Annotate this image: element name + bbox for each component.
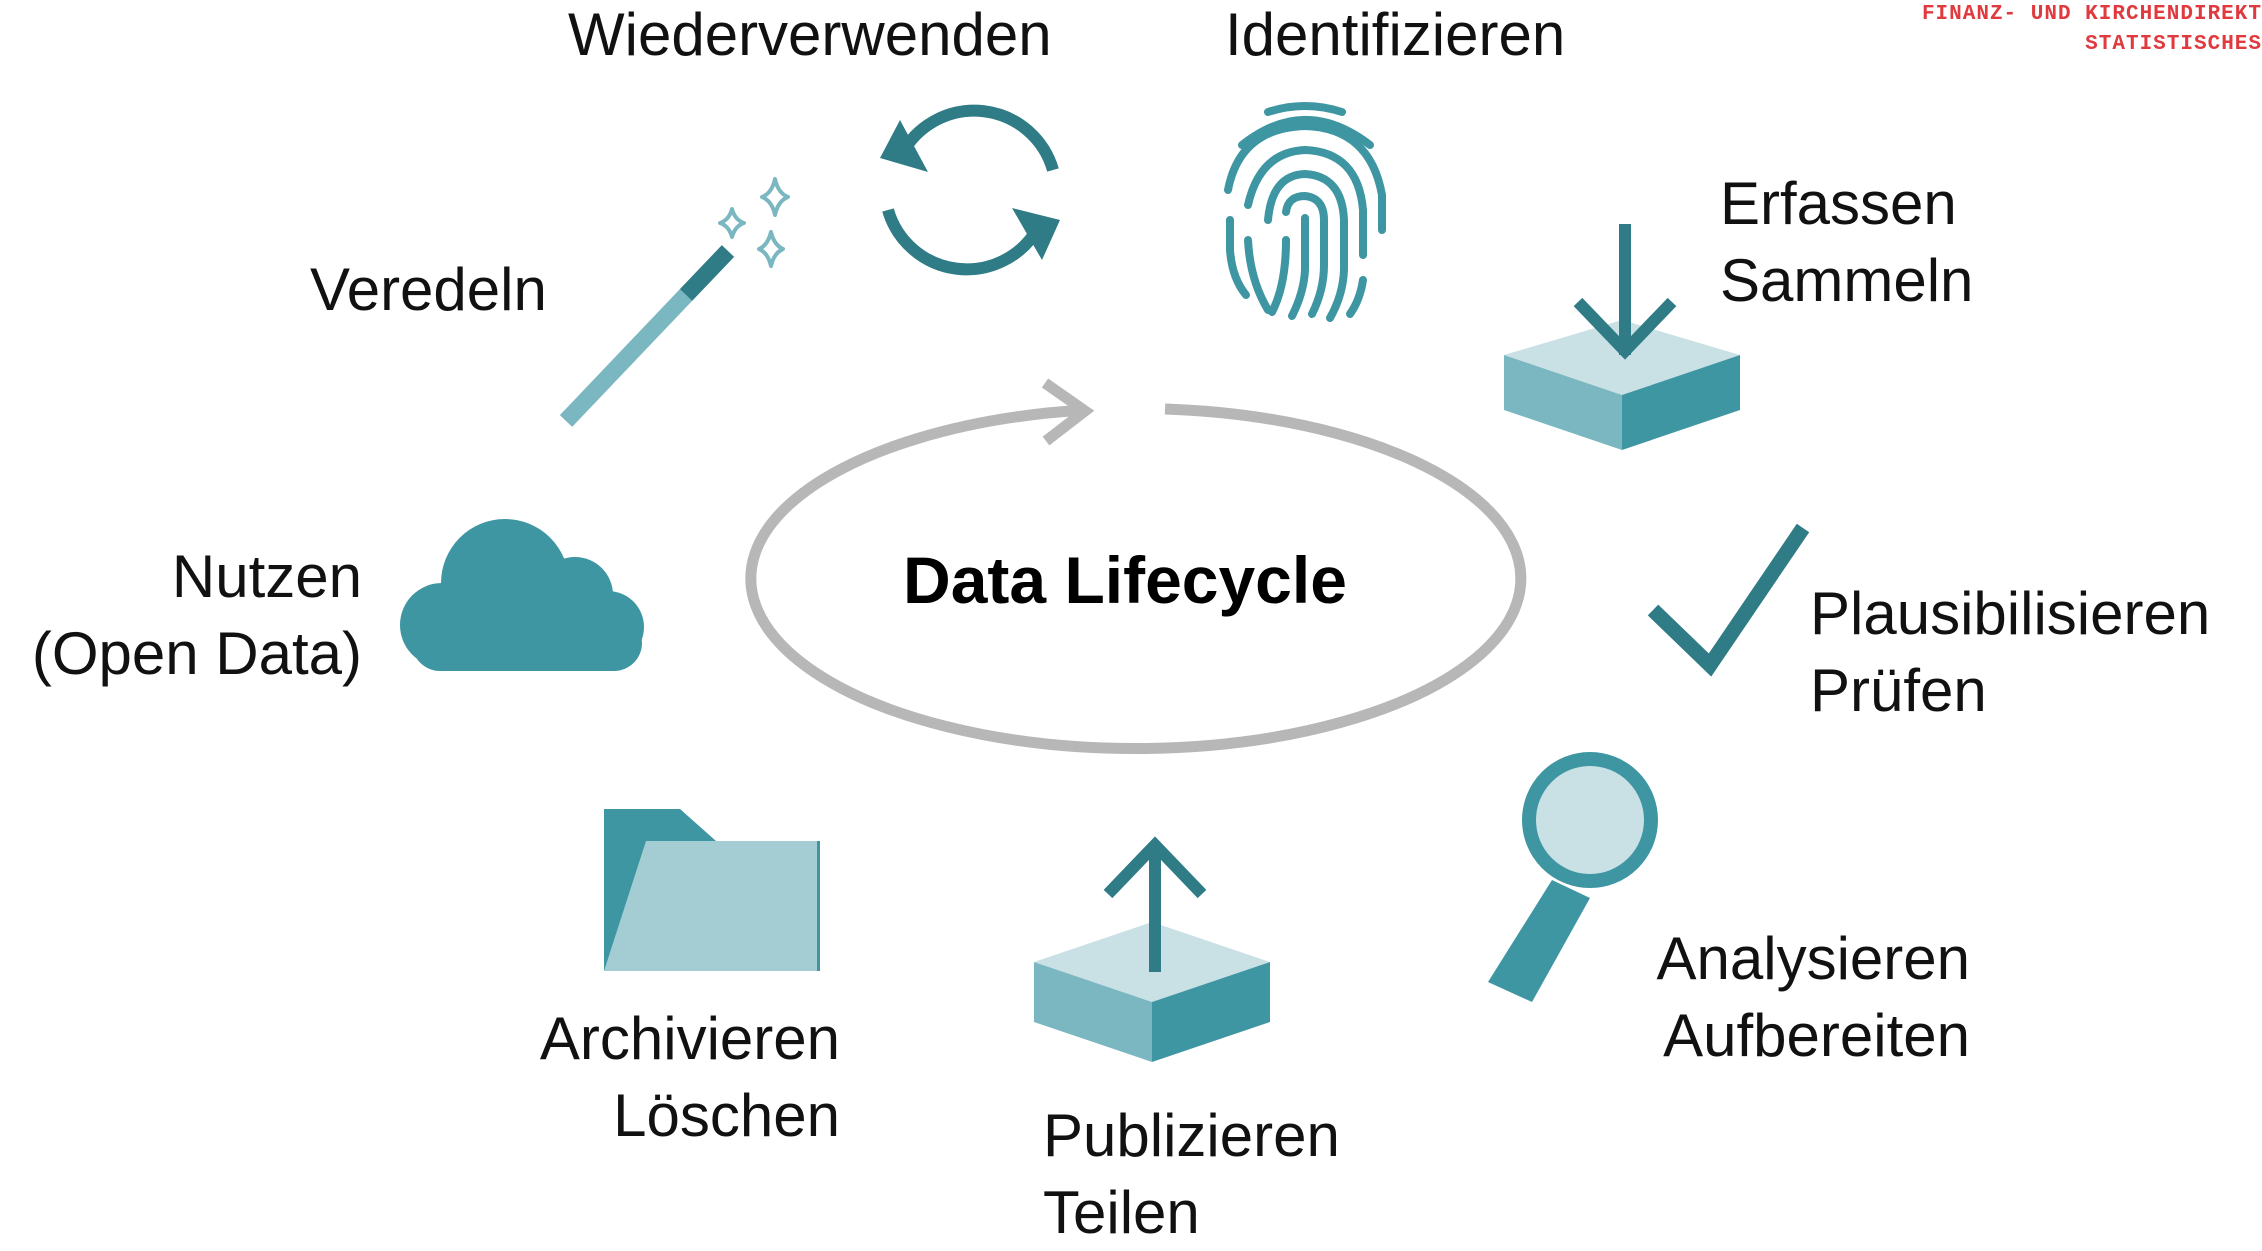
label-aufbereiten: Aufbereiten bbox=[1663, 1002, 1970, 1069]
label-veredeln: Veredeln bbox=[310, 256, 547, 323]
center-title: Data Lifecycle bbox=[903, 543, 1347, 617]
label-archivieren: Archivieren bbox=[539, 1005, 840, 1072]
organisation-header-line1: FINANZ- UND KIRCHENDIREKT bbox=[1921, 3, 2262, 26]
label-pruefen: Prüfen bbox=[1810, 657, 1987, 724]
label-analysieren-aufbereiten: Analysieren Aufbereiten bbox=[1615, 920, 1970, 1074]
label-wiederverwenden: Wiederverwenden bbox=[568, 1, 1052, 68]
recycle-arrows-icon bbox=[880, 104, 1060, 276]
label-publizieren-teilen: Publizieren Teilen bbox=[1043, 1097, 1340, 1251]
label-analysieren: Analysieren bbox=[1656, 925, 1970, 992]
cloud-icon bbox=[400, 519, 644, 671]
label-teilen: Teilen bbox=[1043, 1179, 1200, 1246]
label-plausibilisieren-pruefen: Plausibilisieren Prüfen bbox=[1810, 575, 2210, 729]
folder-icon bbox=[604, 809, 820, 971]
label-identifizieren: Identifizieren bbox=[1225, 1, 1566, 68]
label-nutzen: Nutzen bbox=[171, 543, 362, 610]
label-erfassen-sammeln: Erfassen Sammeln bbox=[1720, 165, 1973, 319]
label-erfassen: Erfassen bbox=[1720, 170, 1957, 237]
magnifying-glass-icon bbox=[1488, 752, 1658, 1002]
organisation-header: FINANZ- UND KIRCHENDIREKT STATISTISCHES bbox=[1922, 0, 2262, 60]
label-sammeln: Sammeln bbox=[1720, 247, 1974, 314]
upload-from-box-icon bbox=[1034, 836, 1270, 1062]
label-publizieren: Publizieren bbox=[1043, 1102, 1340, 1169]
label-nutzen-open-data: Nutzen (Open Data) bbox=[0, 538, 362, 692]
magic-wand-icon bbox=[559, 177, 790, 427]
label-open-data: (Open Data) bbox=[31, 620, 362, 687]
fingerprint-icon bbox=[1224, 102, 1386, 322]
checkmark-icon bbox=[1647, 523, 1810, 677]
download-into-box-icon bbox=[1504, 224, 1740, 450]
cycle-ellipse-arrow bbox=[745, 378, 1527, 754]
organisation-header-line2: STATISTISCHES bbox=[2085, 33, 2262, 56]
label-plausibilisieren: Plausibilisieren bbox=[1810, 580, 2211, 647]
label-archivieren-loeschen: Archivieren Löschen bbox=[480, 1000, 840, 1154]
label-loeschen: Löschen bbox=[613, 1082, 840, 1149]
